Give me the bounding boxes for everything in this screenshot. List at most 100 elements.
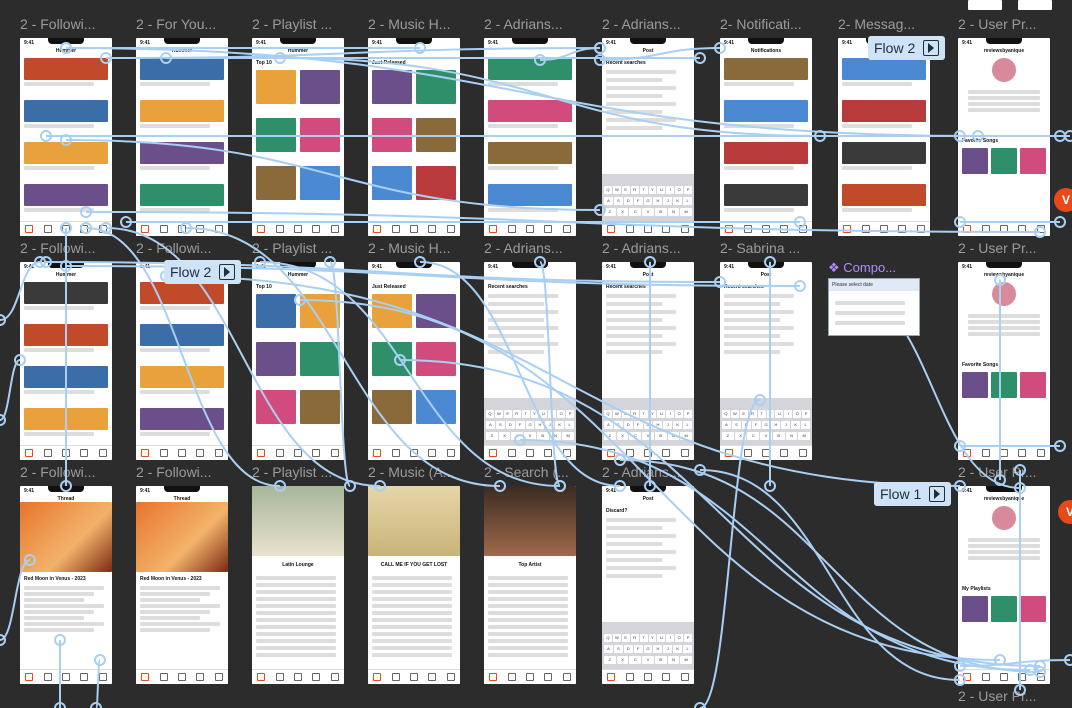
key[interactable]: I [666,410,675,418]
phone-frame[interactable]: 9:41Latin Lounge [252,486,344,684]
key[interactable]: N [667,432,680,440]
album-thumbnail[interactable] [416,294,456,328]
connection-node[interactable] [0,414,6,426]
frame-label[interactable]: 2 - Adrians... [602,16,681,32]
home-icon[interactable] [489,449,498,457]
component-label[interactable]: ❖ Compo... [828,260,896,276]
key[interactable]: T [639,186,648,194]
list-row[interactable] [606,550,676,554]
post-image[interactable] [140,142,224,164]
hero-image[interactable] [484,486,576,556]
search-icon[interactable] [43,225,52,233]
library-icon[interactable] [214,225,223,233]
post-image[interactable] [140,282,224,304]
refresh-icon[interactable] [196,449,205,457]
library-icon[interactable] [680,449,689,457]
tab-bar[interactable] [20,669,112,684]
connection-node[interactable] [694,52,706,64]
track-row[interactable] [372,653,452,657]
post-image[interactable] [140,408,224,430]
add-icon[interactable] [61,449,70,457]
home-icon[interactable] [373,673,382,681]
key[interactable]: P [684,634,693,642]
key[interactable]: V [524,432,536,440]
home-icon[interactable] [963,225,972,233]
refresh-icon[interactable] [80,225,89,233]
track-row[interactable] [256,653,336,657]
search-icon[interactable] [275,449,284,457]
search-icon[interactable] [391,225,400,233]
key[interactable]: Q [604,410,612,418]
add-icon[interactable] [177,449,186,457]
track-row[interactable] [488,646,568,650]
playlist-thumbnail[interactable] [991,596,1017,622]
add-icon[interactable] [999,673,1008,681]
add-icon[interactable] [643,225,652,233]
phone-frame[interactable]: 9:41CALL ME IF YOU GET LOST [368,486,460,684]
key[interactable]: S [731,421,741,429]
frame-label[interactable]: 2 - User Pr... [958,240,1037,256]
library-icon[interactable] [330,225,339,233]
key[interactable]: X [734,432,747,440]
key[interactable]: A [604,421,613,429]
search-icon[interactable] [743,225,752,233]
key[interactable]: U [775,410,784,418]
key[interactable]: M [680,656,693,664]
key[interactable]: L [565,421,575,429]
tab-bar[interactable] [136,221,228,236]
connection-node[interactable] [1054,440,1066,452]
tab-bar[interactable] [838,221,930,236]
tab-bar[interactable] [958,445,1050,460]
key[interactable]: P [684,410,693,418]
key[interactable]: T [639,634,648,642]
home-icon[interactable] [607,225,616,233]
key[interactable]: Y [766,410,775,418]
key[interactable]: H [771,421,781,429]
track-row[interactable] [256,625,336,629]
key[interactable]: H [653,421,663,429]
key[interactable]: R [630,186,639,194]
track-row[interactable] [256,632,336,636]
add-icon[interactable] [879,225,888,233]
post-image[interactable] [842,58,926,80]
post-image[interactable] [140,58,224,80]
post-image[interactable] [24,366,108,388]
post-image[interactable] [842,100,926,122]
frame-label[interactable]: 2 - User Pr... [958,688,1037,704]
track-row[interactable] [488,597,568,601]
add-icon[interactable] [409,449,418,457]
key[interactable]: W [612,410,621,418]
add-icon[interactable] [525,449,534,457]
track-row[interactable] [256,576,336,580]
key[interactable]: B [772,432,785,440]
key[interactable]: D [623,197,633,205]
refresh-icon[interactable] [428,449,437,457]
track-row[interactable] [256,604,336,608]
key[interactable]: G [761,421,771,429]
profile-avatar[interactable] [992,506,1016,530]
post-image[interactable] [488,58,572,80]
tab-bar[interactable] [720,221,812,236]
key[interactable]: O [675,410,684,418]
key[interactable]: G [643,645,653,653]
refresh-icon[interactable] [780,225,789,233]
key[interactable]: L [801,421,811,429]
album-thumbnail[interactable] [372,390,412,424]
list-row[interactable] [606,310,676,314]
profile-avatar[interactable] [992,58,1016,82]
add-icon[interactable] [999,225,1008,233]
play-icon[interactable] [929,486,946,502]
tab-bar[interactable] [20,445,112,460]
list-row[interactable] [488,294,558,298]
search-icon[interactable] [275,673,284,681]
connection-node[interactable] [764,480,776,492]
key[interactable]: Z [604,656,616,664]
key[interactable]: Q [722,410,730,418]
tab-bar[interactable] [368,221,460,236]
key[interactable]: F [751,421,761,429]
key[interactable]: I [784,410,793,418]
